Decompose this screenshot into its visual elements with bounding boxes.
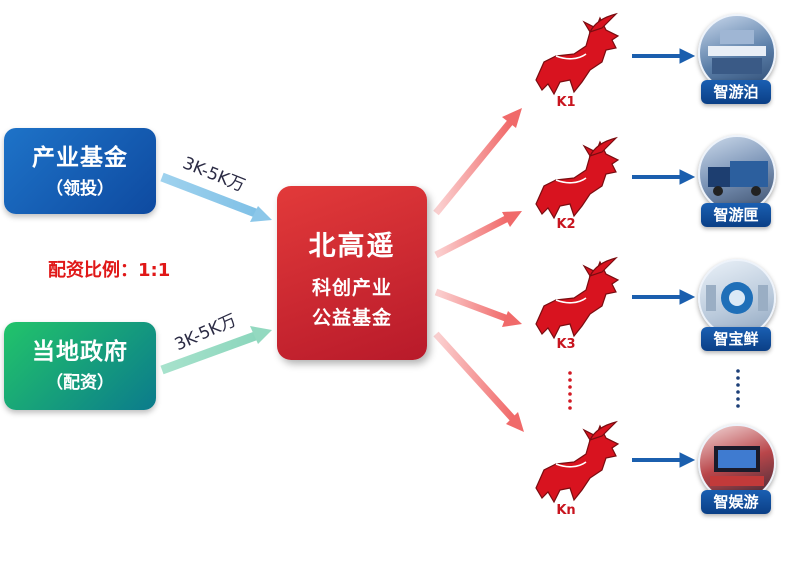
company-image-truck: [698, 135, 776, 213]
center-to-k3-arrow: [434, 288, 522, 327]
industry-fund-box: 产业基金 （领投）: [4, 128, 156, 214]
company-tag-4: 智娱游: [701, 490, 771, 514]
bull-ellipsis: [568, 371, 572, 410]
kn-to-company-arrow: [632, 452, 696, 468]
company-tag-1: 智游泊: [701, 80, 771, 104]
fund-to-center-arrow: [160, 172, 272, 222]
center-to-k2-arrow: [434, 211, 522, 259]
center-to-k1-arrow: [433, 108, 522, 216]
company-image-entertainment: [698, 424, 776, 502]
company-ellipsis: [736, 369, 740, 408]
center-fund-title: 北高遥: [308, 231, 396, 262]
company-image-locker: [698, 259, 776, 337]
k3-to-company-arrow: [632, 289, 696, 305]
bull-label-k1: K1: [556, 95, 576, 110]
company-tag-2: 智游匣: [701, 203, 771, 227]
center-to-kn-arrow: [433, 331, 524, 432]
bull-icon: [535, 137, 619, 219]
bull-icon: [535, 257, 619, 339]
center-fund-line3: 公益基金: [311, 307, 392, 329]
industry-fund-title: 产业基金: [32, 145, 128, 171]
local-government-subtitle: （配资）: [46, 373, 114, 393]
gov-to-center-arrow: [160, 326, 272, 375]
industry-fund-subtitle: （领投）: [46, 179, 114, 199]
company-image-parking: [698, 14, 776, 92]
local-government-title: 当地政府: [32, 339, 128, 365]
k1-to-company-arrow: [632, 48, 696, 64]
bull-label-k3: K3: [556, 337, 576, 352]
bull-icon: [535, 13, 619, 95]
center-fund-box: 北高遥 科创产业 公益基金: [277, 186, 427, 360]
ratio-label: 配资比例：1:1: [48, 260, 171, 281]
bull-label-kn: Kn: [556, 503, 576, 518]
center-fund-line2: 科创产业: [311, 277, 392, 299]
local-government-box: 当地政府 （配资）: [4, 322, 156, 410]
company-tag-3: 智宝鲜: [701, 327, 771, 351]
bull-icon: [535, 421, 619, 503]
k2-to-company-arrow: [632, 169, 696, 185]
bull-label-k2: K2: [556, 217, 576, 232]
